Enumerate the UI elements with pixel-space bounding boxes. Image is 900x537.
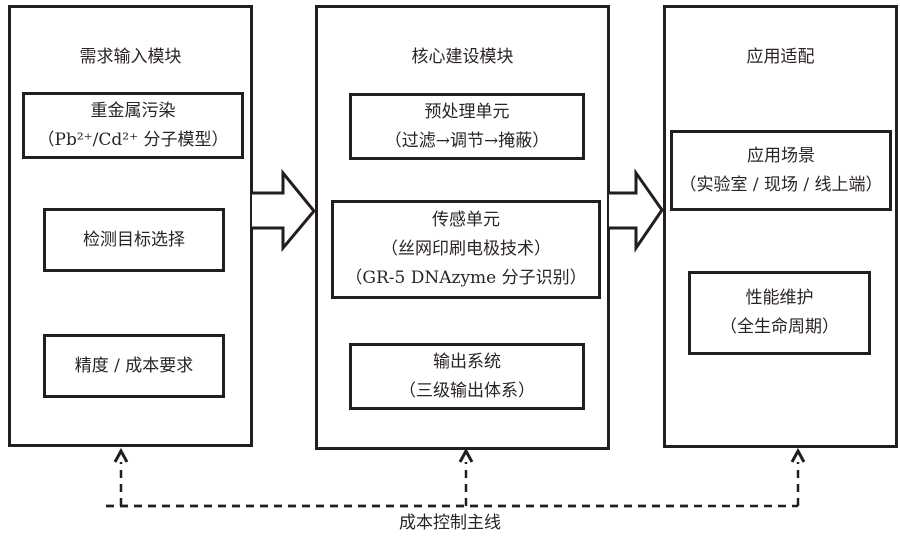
arrowhead-up-icon — [790, 447, 806, 463]
item-line: 精度 / 成本要求 — [74, 355, 194, 376]
item-line: 预处理单元 — [424, 101, 510, 122]
item-line: 性能维护 — [745, 288, 814, 308]
item-line: （全生命周期） — [720, 317, 839, 337]
item-performance-maintenance: 性能维护 （全生命周期） — [688, 271, 871, 355]
arrowhead-up-icon — [458, 447, 474, 463]
arrowhead-up-icon — [113, 447, 129, 463]
item-line: （过滤→调节→掩蔽） — [384, 130, 550, 151]
item-line: （GR-5 DNAzyme 分子识别） — [345, 268, 587, 288]
cost-control-feedback — [106, 462, 800, 508]
item-line: 重金属污染 — [90, 100, 176, 121]
module-title: 核心建设模块 — [411, 47, 514, 67]
item-line: （实验室 / 现场 / 线上端） — [679, 174, 883, 195]
item-line: （三级输出体系） — [399, 380, 535, 401]
module-application-adaptation: 应用适配 — [663, 5, 898, 448]
item-line: 传感单元 — [432, 210, 500, 230]
item-line: 输出系统 — [433, 351, 501, 372]
flow-arrow-2 — [609, 168, 664, 253]
item-line: （Pb²⁺/Cd²⁺ 分子模型） — [37, 129, 229, 150]
item-precision-cost: 精度 / 成本要求 — [43, 334, 225, 398]
flow-arrow-1 — [252, 168, 316, 253]
item-preprocessing-unit: 预处理单元 （过滤→调节→掩蔽） — [349, 93, 585, 160]
item-heavy-metal-pollution: 重金属污染 （Pb²⁺/Cd²⁺ 分子模型） — [22, 92, 244, 159]
cost-control-label: 成本控制主线 — [399, 513, 501, 533]
module-title: 需求输入模块 — [79, 47, 182, 67]
item-sensing-unit: 传感单元 （丝网印刷电极技术） （GR-5 DNAzyme 分子识别） — [331, 200, 601, 299]
item-application-scenarios: 应用场景 （实验室 / 现场 / 线上端） — [670, 130, 892, 211]
item-line: 检测目标选择 — [83, 229, 185, 250]
item-output-system: 输出系统 （三级输出体系） — [349, 343, 585, 410]
item-line: （丝网印刷电极技术） — [381, 239, 551, 259]
item-line: 应用场景 — [747, 145, 815, 166]
module-title: 应用适配 — [746, 47, 815, 67]
item-detection-target: 检测目标选择 — [43, 208, 225, 272]
